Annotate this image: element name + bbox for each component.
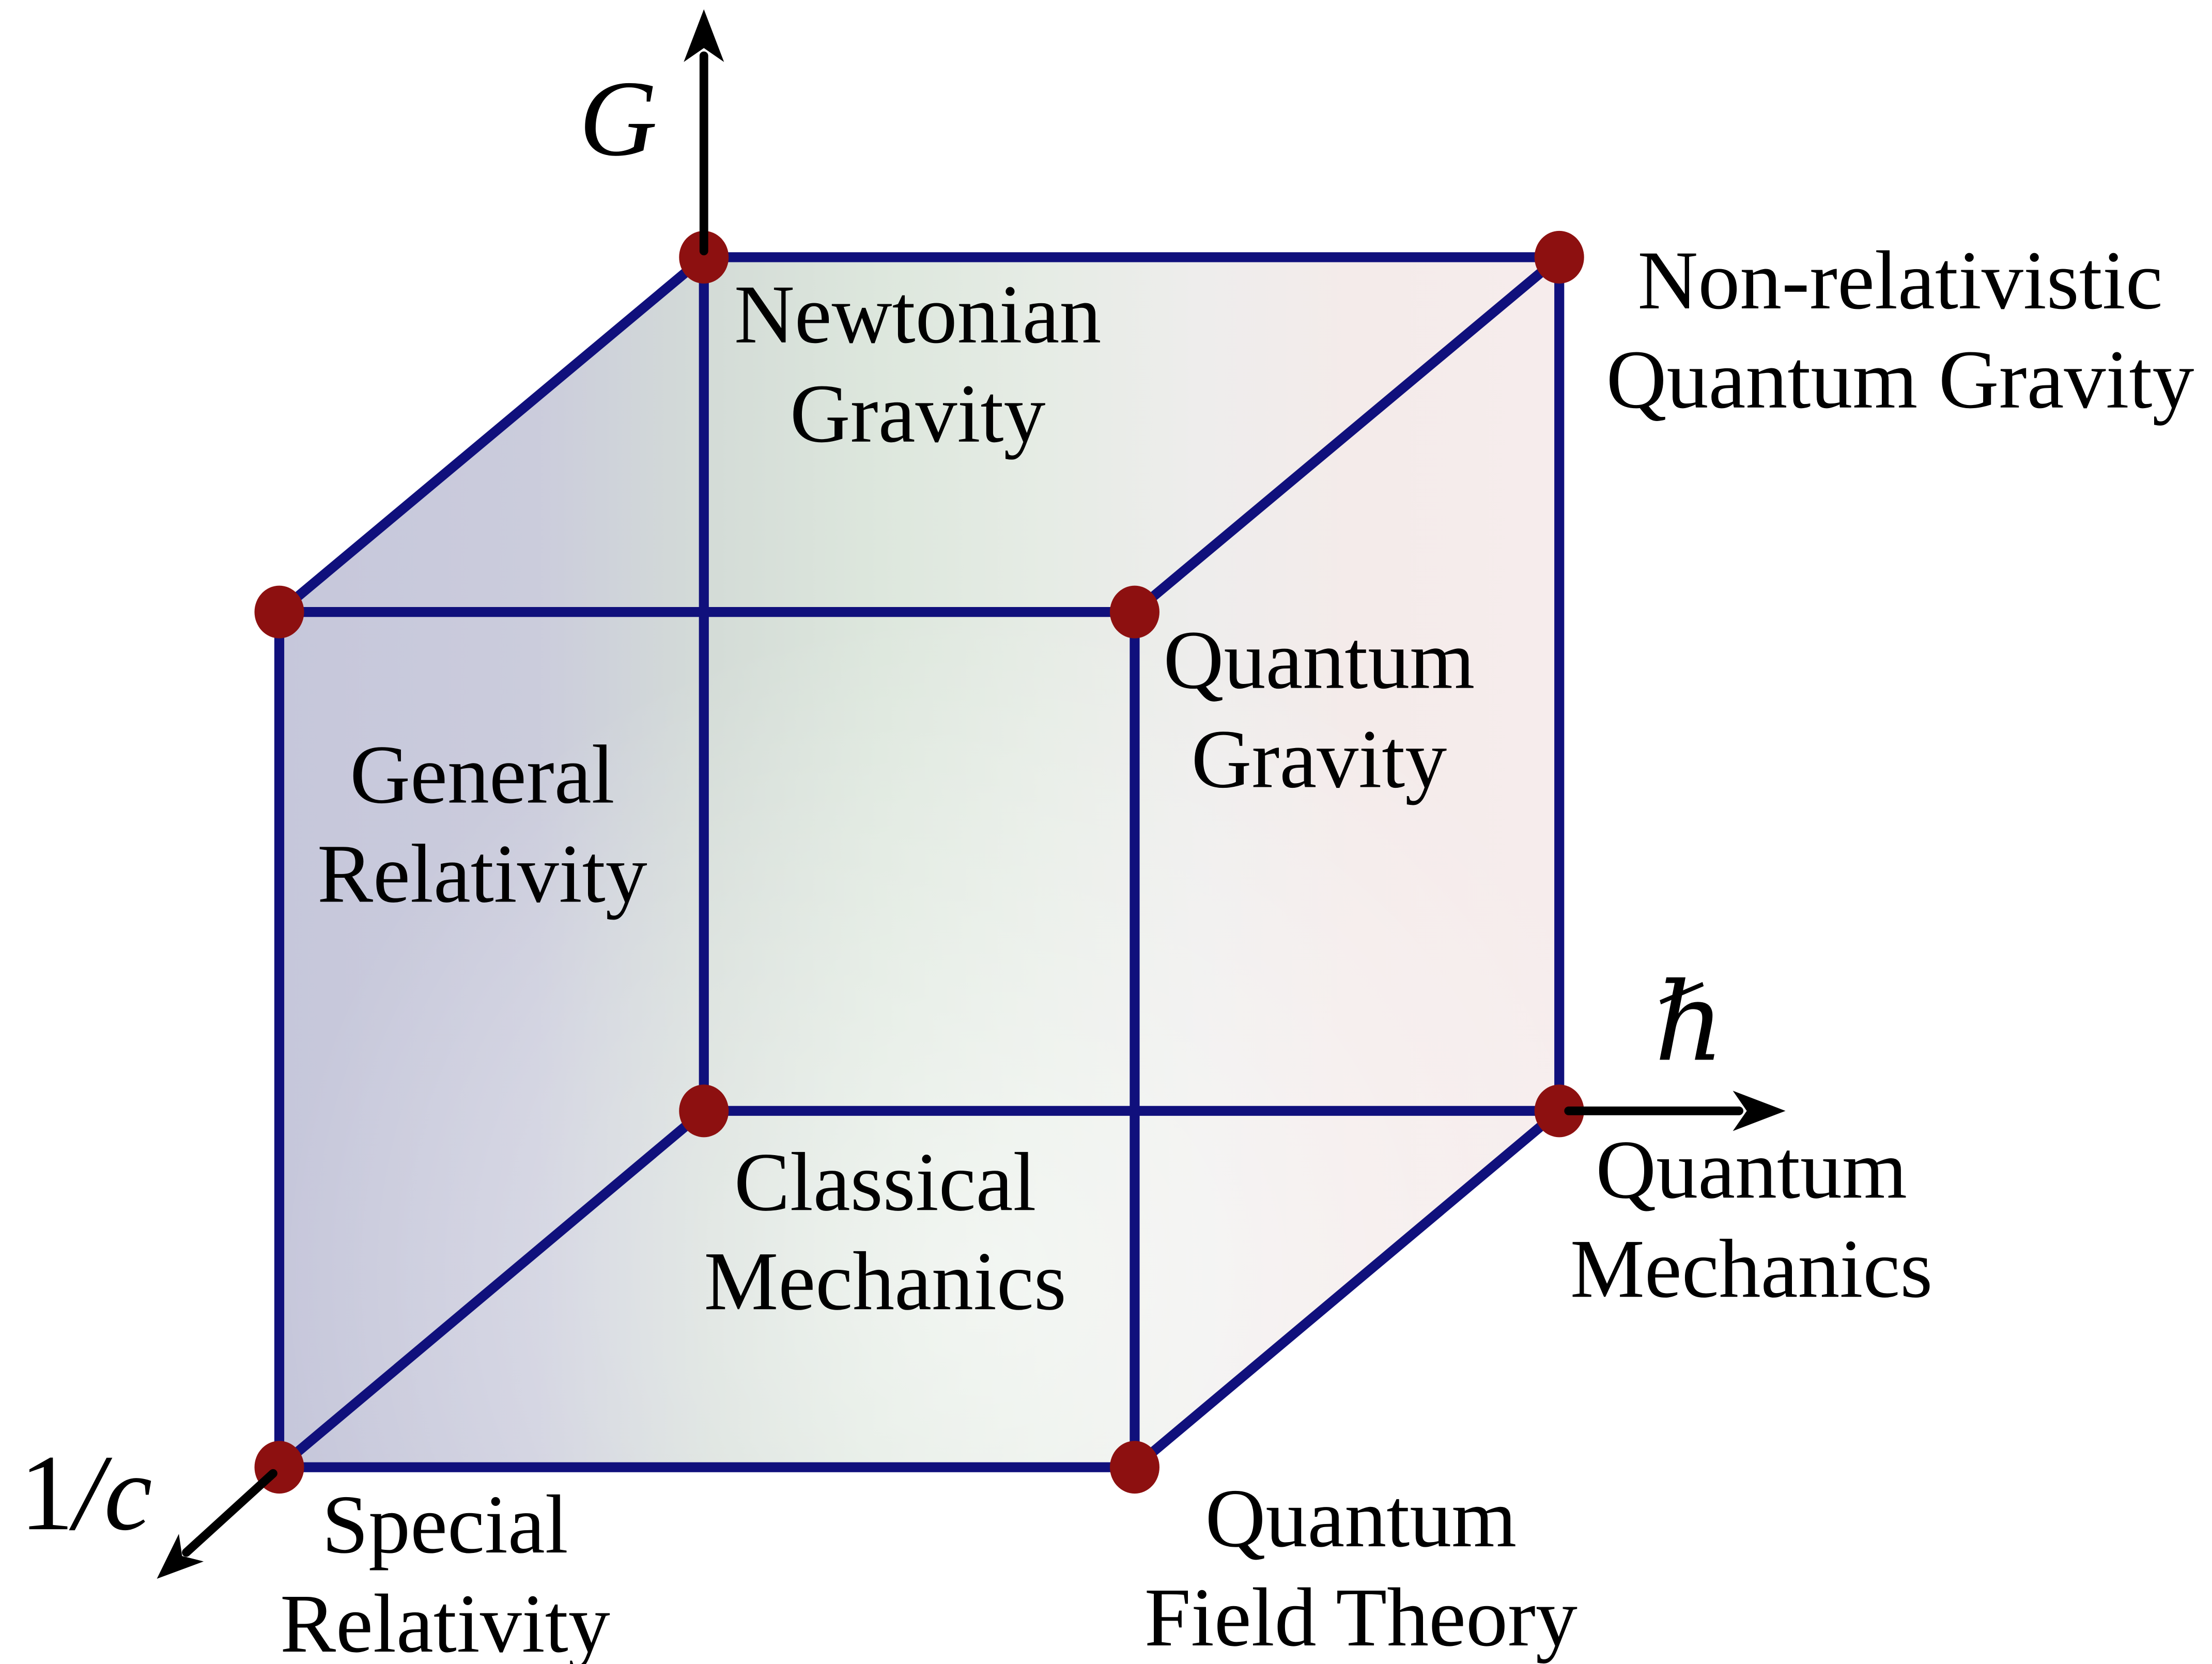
vertex-label-newtonian-gravity-line2: Gravity	[790, 368, 1046, 460]
vertex-dot-quantum-gravity	[1109, 585, 1159, 639]
cube-silhouette-highlight	[279, 257, 1559, 1468]
vertex-label-quantum-mechanics-line1: Quantum	[1596, 1124, 1907, 1216]
vertex-label-quantum-gravity-line2: Gravity	[1192, 713, 1447, 806]
vertex-label-classical-mechanics-line2: Mechanics	[704, 1235, 1066, 1328]
cube-faces	[279, 257, 1559, 1468]
axis-g-label: G	[579, 59, 658, 179]
cube-edges	[274, 252, 1565, 1472]
axes: G ℏ 1/c	[20, 9, 1786, 1579]
vertex-label-non-relativistic-quantum-gravity-line1: Non-relativistic	[1637, 235, 2162, 327]
vertex-dot-newtonian-gravity	[679, 230, 729, 284]
vertex-label-general-relativity-line2: Relativity	[317, 828, 647, 920]
axis-hbar-label: ℏ	[1654, 959, 1724, 1085]
vertex-label-special-relativity-line1: Special	[322, 1479, 568, 1571]
vertex-dot-quantum-mechanics	[1534, 1084, 1584, 1138]
cube-edge-connector-top-left	[276, 253, 707, 616]
vertex-label-newtonian-gravity-line1: Newtonian	[734, 269, 1102, 361]
vertex-labels: Newtonian Gravity Non-relativistic Quant…	[280, 235, 2194, 1664]
axis-inv-c-line	[182, 1469, 277, 1557]
vertex-label-quantum-gravity-line1: Quantum	[1164, 614, 1475, 707]
vertex-dot-classical-mechanics	[679, 1084, 729, 1138]
vertex-label-quantum-field-theory-line2: Field Theory	[1144, 1572, 1577, 1664]
cube-edge-connector-bottom-right	[1131, 1107, 1563, 1471]
vertex-dot-general-relativity	[254, 585, 304, 639]
vertex-label-quantum-field-theory-line1: Quantum	[1205, 1472, 1517, 1565]
vertex-label-general-relativity-line1: General	[350, 729, 614, 821]
axis-inv-c-arrowhead	[157, 1534, 204, 1579]
axis-hbar-arrowhead	[1733, 1091, 1786, 1131]
vertex-label-quantum-mechanics-line2: Mechanics	[1570, 1223, 1932, 1315]
vertex-label-special-relativity-line2: Relativity	[280, 1578, 610, 1664]
axis-inv-c-label: 1/c	[20, 1433, 152, 1553]
cube-edge-connector-top-right	[1131, 253, 1563, 616]
vertex-label-non-relativistic-quantum-gravity-line2: Quantum Gravity	[1606, 334, 2194, 426]
vertex-dot-non-relativistic-quantum-gravity	[1534, 230, 1584, 284]
axis-g-arrowhead	[684, 9, 724, 62]
vertex-dots	[254, 230, 1584, 1494]
vertex-label-classical-mechanics-line1: Classical	[734, 1136, 1037, 1228]
vertex-dot-quantum-field-theory	[1109, 1441, 1159, 1494]
cube-edge-connector-bottom-left	[276, 1107, 707, 1471]
